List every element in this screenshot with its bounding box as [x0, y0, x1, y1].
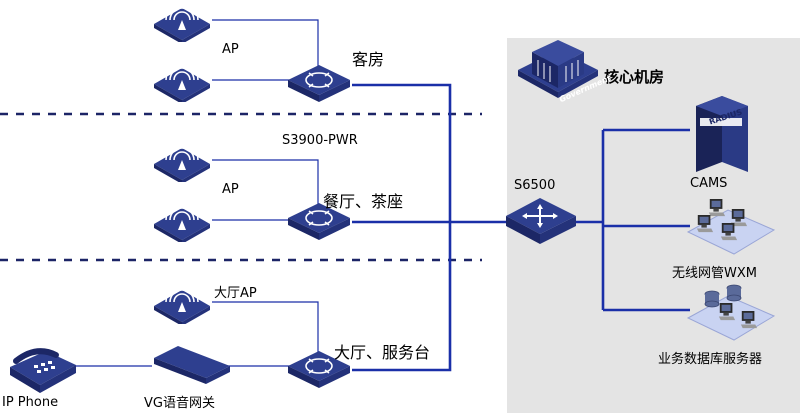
ap-links: [74, 19, 319, 367]
ap-device-icon: [153, 63, 211, 102]
radius-server-icon: [696, 96, 748, 172]
ap-device-icon: [153, 285, 211, 324]
core-switch-icon: [506, 198, 576, 244]
vg-gateway-icon: [154, 346, 230, 384]
lobby-label: 大厅、服务台: [334, 343, 431, 362]
ap-device-icon: [153, 143, 211, 182]
access-switch-icon: [287, 64, 351, 102]
database-server-group-icon: [686, 284, 776, 341]
guest-room-ap-label: AP: [222, 42, 239, 57]
core-switch-label: S6500: [514, 178, 556, 193]
government-building-icon: [518, 40, 598, 98]
ip-phone-icon: [10, 348, 76, 393]
wxm-label: 无线网管WXM: [672, 266, 757, 281]
ap-device-icon: [153, 203, 211, 242]
switch-model-label: S3900-PWR: [282, 133, 358, 148]
cams-label: CAMS: [690, 176, 728, 191]
ip-phone-label: IP Phone: [2, 395, 59, 410]
guest-room-label: 客房: [352, 50, 385, 69]
business-db-label: 业务数据库服务器: [658, 352, 763, 367]
trunk-links: [352, 83, 690, 372]
restaurant-label: 餐厅、茶座: [323, 192, 404, 211]
core-room-title: 核心机房: [604, 68, 665, 86]
lobby-ap-label: 大厅AP: [214, 286, 257, 301]
ap-device-icon: [153, 3, 211, 42]
restaurant-ap-label: AP: [222, 182, 239, 197]
wxm-server-group-icon: [686, 199, 776, 255]
vg-gateway-label: VG语音网关: [144, 396, 215, 411]
